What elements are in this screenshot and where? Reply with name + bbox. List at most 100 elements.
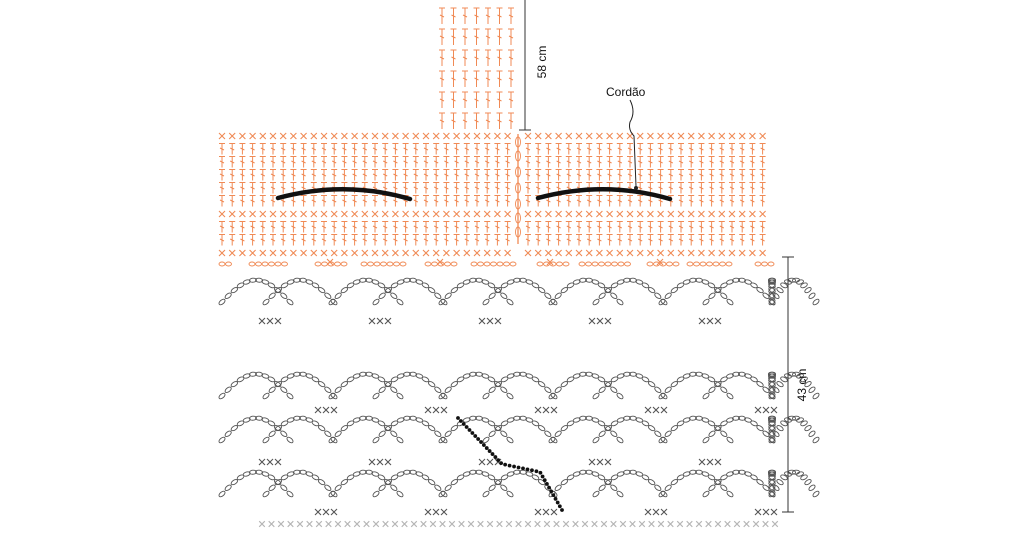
- chain-stitch: [444, 484, 452, 491]
- chain-stitch: [784, 279, 792, 285]
- dc-stitch: [229, 221, 236, 233]
- chain-stitch: [267, 282, 276, 289]
- dc-stitch: [749, 221, 756, 233]
- sc-stitch: [743, 520, 750, 528]
- sc-stitch: [657, 132, 664, 140]
- dc-stitch: [525, 143, 531, 155]
- dc-stitch: [678, 143, 684, 155]
- chain-stitch: [500, 430, 508, 437]
- sc-stitch: [596, 210, 603, 218]
- chain-stitch: [800, 282, 808, 289]
- chain-stitch: [506, 436, 514, 444]
- dc-stitch: [496, 112, 503, 129]
- guide-dot: [458, 419, 463, 423]
- chain-stitch: [708, 484, 716, 491]
- chain-stitch: [487, 420, 496, 427]
- chain-stitch: [772, 484, 780, 491]
- chain-stitch: [292, 415, 301, 421]
- chain-stitch: [572, 279, 581, 285]
- sc-stitch: [391, 520, 399, 528]
- chain-stitch: [658, 392, 666, 400]
- sc-stitch: [534, 520, 541, 528]
- chain-stitch: [560, 287, 569, 294]
- sc-stitch: [330, 406, 338, 414]
- sc-stitch: [543, 520, 551, 528]
- dc-stitch: [729, 221, 735, 233]
- chain-stitch: [427, 381, 436, 388]
- chain-stitch: [629, 371, 638, 377]
- chain-stitch: [396, 392, 404, 400]
- chain-stitch: [402, 277, 411, 283]
- chain-stitch: [544, 430, 552, 437]
- dc-stitch: [372, 221, 378, 233]
- chain-stitch: [768, 381, 776, 388]
- chain-stitch: [682, 471, 691, 477]
- dc-stitch: [412, 156, 419, 168]
- chain-stitch: [654, 484, 662, 491]
- sc-stitch: [368, 317, 376, 325]
- chain-stitch: [450, 287, 459, 294]
- dc-stitch: [259, 182, 266, 194]
- sc-stitch: [458, 520, 465, 528]
- sc-stitch: [555, 210, 562, 218]
- dc-stitch: [496, 49, 503, 66]
- dc-stitch: [484, 195, 491, 207]
- chain-stitch: [273, 287, 282, 294]
- dc-stitch: [596, 221, 603, 233]
- dc-stitch: [439, 7, 445, 24]
- sc-stitch: [296, 520, 304, 528]
- dc-stitch: [433, 221, 440, 233]
- dc-stitch: [545, 234, 552, 246]
- dc-stitch: [392, 169, 399, 181]
- dc-stitch: [678, 182, 684, 194]
- chain-stitch: [670, 425, 679, 432]
- dc-stitch: [382, 221, 389, 233]
- chain-stitch: [611, 261, 618, 267]
- chain-stitch: [597, 420, 606, 427]
- dc-stitch: [606, 234, 613, 246]
- chain-stitch: [714, 381, 722, 388]
- dc-stitch: [616, 143, 623, 155]
- dc-stitch: [759, 234, 766, 246]
- chain-stitch: [224, 430, 232, 437]
- guide-dot: [540, 474, 545, 479]
- dc-stitch: [382, 169, 389, 181]
- chain-stitch: [664, 430, 672, 437]
- chain-stitch: [365, 277, 374, 283]
- chain-stitch: [658, 436, 666, 444]
- sc-stitch: [463, 210, 471, 218]
- dc-stitch: [290, 169, 297, 181]
- sc-stitch: [687, 249, 695, 257]
- dc-stitch: [688, 156, 695, 168]
- dc-stitch: [508, 28, 514, 45]
- chain-stitch: [230, 381, 239, 388]
- chain-stitch: [248, 371, 257, 377]
- chain-stitch: [670, 287, 679, 294]
- chain-stitch: [800, 376, 808, 383]
- dc-stitch: [474, 182, 480, 194]
- sc-stitch: [770, 406, 778, 414]
- chain-stitch: [713, 425, 722, 432]
- sc-stitch: [420, 520, 427, 528]
- dc-stitch: [485, 112, 491, 129]
- sc-stitch: [754, 406, 762, 414]
- chain-stitch: [230, 425, 239, 432]
- chain-stitch: [328, 490, 336, 498]
- chain-stitch: [475, 415, 484, 421]
- sc-stitch: [676, 520, 684, 528]
- chain-stitch: [261, 261, 269, 267]
- sc-stitch: [545, 249, 552, 257]
- sc-stitch: [762, 406, 770, 414]
- sc-stitch: [341, 132, 348, 140]
- sc-stitch: [698, 249, 705, 257]
- chain-stitch: [334, 430, 342, 437]
- chain-stitch: [378, 292, 386, 299]
- dc-stitch: [535, 143, 542, 155]
- sc-stitch: [306, 520, 313, 528]
- chain-stitch: [549, 261, 557, 267]
- sc-stitch: [553, 520, 560, 528]
- dc-stitch: [361, 221, 368, 233]
- chain-stitch: [487, 474, 496, 481]
- dc-stitch: [229, 156, 236, 168]
- chain-stitch: [377, 376, 386, 383]
